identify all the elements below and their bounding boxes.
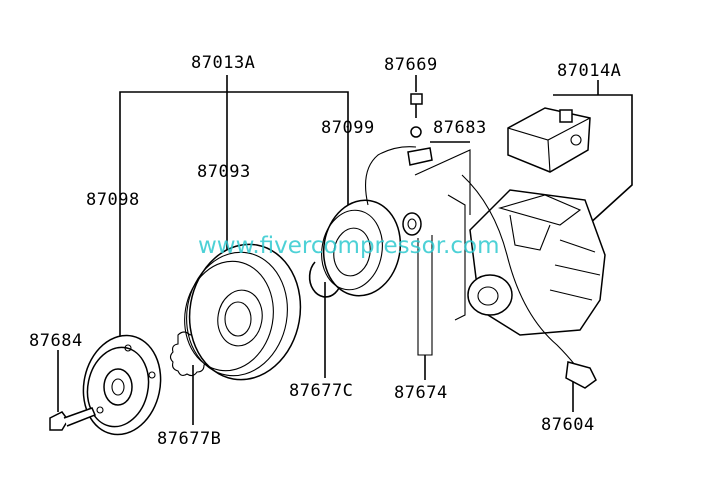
label-87093: 87093: [197, 162, 251, 182]
label-87014a: 87014A: [557, 61, 621, 81]
label-87677b: 87677B: [157, 429, 221, 449]
shim-part: [402, 212, 433, 356]
label-87013a: 87013A: [191, 53, 255, 73]
watermark-text: www.fivercompressor.com: [198, 233, 499, 259]
label-87099: 87099: [321, 118, 375, 138]
pulley-part: [184, 243, 302, 381]
field-coil-part: [321, 146, 417, 297]
label-87604: 87604: [541, 415, 595, 435]
compressor-body-part: [467, 189, 606, 336]
label-87669: 87669: [384, 55, 438, 75]
top-bolt-part: [407, 93, 433, 166]
label-87677c: 87677C: [289, 381, 353, 401]
part-labels: 87013A 87014A 87669 87099 87683 87093 87…: [29, 53, 621, 449]
compressor-head-part: [507, 107, 591, 173]
clutch-hub-part: [82, 334, 162, 436]
label-87683: 87683: [433, 118, 487, 138]
label-87674: 87674: [394, 383, 448, 403]
center-bolt-part: [49, 407, 96, 431]
label-87098: 87098: [86, 190, 140, 210]
label-87684: 87684: [29, 331, 83, 351]
sensor-part: [461, 174, 597, 389]
